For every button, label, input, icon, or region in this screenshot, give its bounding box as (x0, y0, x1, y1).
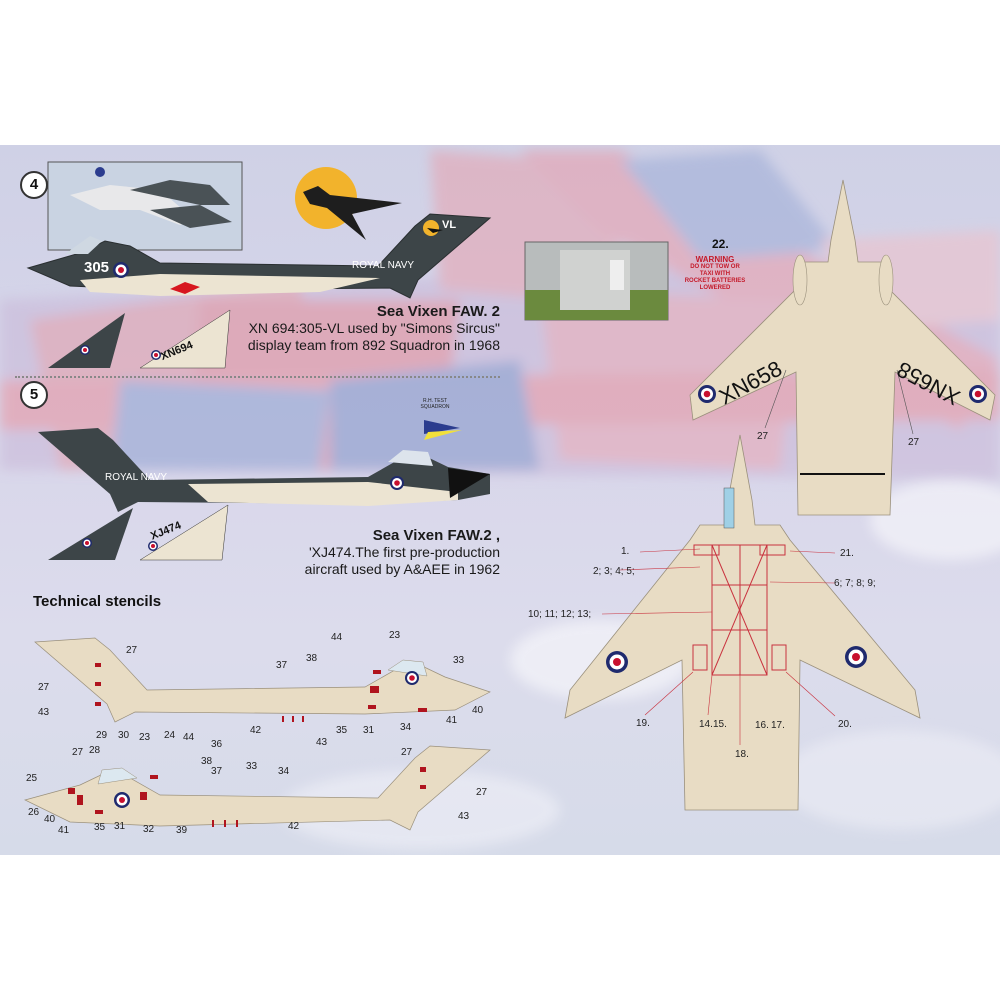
callout-number: 40 (472, 705, 484, 716)
warning-line: LOWERED (699, 285, 731, 291)
callout-number: 32 (143, 824, 155, 835)
callout-number: 1. (621, 546, 630, 557)
stencil-side-view-1 (34, 637, 491, 723)
warning-line: TAXI WITH (699, 271, 731, 277)
roundel-305 (113, 262, 129, 278)
callout-number: 24 (164, 730, 176, 741)
callout-number: 10; 11; 12; 13; (528, 609, 592, 620)
scheme-4-title: Sea Vixen FAW. 2 (376, 303, 500, 320)
callout-number: 26 (28, 807, 40, 818)
callout-number: 21. (840, 548, 854, 559)
callout-number: 18. (735, 749, 749, 760)
callout-number: 43 (38, 707, 50, 718)
fin-cream-5 (139, 504, 229, 561)
fin-dark-5 (48, 508, 133, 560)
red-flash (170, 282, 200, 294)
callout-number: 36 (211, 739, 223, 750)
callout-number: 27 (476, 787, 488, 798)
callout-number: 16. (755, 720, 769, 731)
callout-number: 31 (363, 725, 375, 736)
callout-number: 39 (176, 825, 188, 836)
warning-line: ROCKET BATTERIES (684, 278, 746, 284)
stencil-marks-1 (95, 663, 427, 722)
callout-number: 27 (401, 747, 413, 758)
callout-number: 28 (89, 745, 101, 756)
callout-number: 27 (38, 682, 50, 693)
scheme-4-badge: 4 (20, 171, 48, 199)
divider (15, 376, 500, 378)
squadron-emblem-892 (295, 167, 402, 240)
callout-number: 19. (636, 718, 650, 729)
callout-number: 41 (446, 715, 458, 726)
callout-number: 42 (288, 821, 300, 832)
callout-number: 30 (118, 730, 130, 741)
tail-emblem (423, 220, 443, 236)
callout-number: 2; 3; 4; 5; (593, 566, 635, 577)
callout-number: 43 (458, 811, 470, 822)
callout-number: 38 (306, 653, 318, 664)
callout-number: 31 (114, 821, 126, 832)
scheme-5-line1: 'XJ474.The first pre-production (309, 544, 500, 560)
fuselage-text-4: ROYAL NAVY (352, 260, 415, 271)
stencil-22-number: 22. (712, 237, 729, 251)
callout-number: 34 (400, 722, 412, 733)
callout-number: 27 (126, 645, 138, 656)
callout-number: 44 (183, 732, 195, 743)
scheme-5-title: Sea Vixen FAW.2 , (372, 527, 500, 544)
callout-number: 27 (72, 747, 84, 758)
technical-stencils-title: Technical stencils (33, 593, 162, 610)
warning-stencil: WARNING DO NOT TOW OR TAXI WITH ROCKET B… (683, 255, 747, 292)
fin-dark-4 (48, 313, 125, 368)
aircraft-side-view-5 (38, 428, 490, 512)
callout-number: 20. (838, 719, 852, 730)
callout-number: 6; 7; 8; 9; (834, 578, 876, 589)
callout-number: 33 (453, 655, 465, 666)
callout-number: 25 (26, 773, 38, 784)
warning-title: WARNING (695, 255, 735, 264)
squadron-badge-text: R.H. TEST SQUADRON (420, 398, 450, 410)
scheme-4-caption: Sea Vixen FAW. 2 XN 694:305-VL used by "… (200, 303, 500, 354)
reference-photo-22 (524, 241, 669, 321)
fuselage-text-5: ROYAL NAVY (105, 472, 168, 483)
artwork (0, 150, 1000, 850)
fin-cream-4 (139, 309, 231, 369)
decal-instruction-sheet: 4 305 VL ROYAL NAVY XN694 Sea Vixen FAW.… (0, 145, 1000, 855)
callout-number: 44 (331, 632, 343, 643)
callout-number: 17. (771, 720, 785, 731)
callout-number: 43 (316, 737, 328, 748)
callout-number: 35 (336, 725, 348, 736)
warning-line: DO NOT TOW OR (690, 264, 740, 270)
scheme-4-line2: display team from 892 Squadron in 1968 (247, 337, 500, 353)
callout-number: 23 (389, 630, 401, 641)
callout-number: 35 (94, 822, 106, 833)
aircraft-code: 305 (84, 259, 110, 276)
callout-number: 42 (250, 725, 262, 736)
scheme-4-line1: XN 694:305-VL used by "Simons Sircus" (248, 320, 500, 336)
planform-label: 27 (757, 431, 769, 442)
callout-number: 23 (139, 732, 151, 743)
scheme-5-caption: Sea Vixen FAW.2 , 'XJ474.The first pre-p… (200, 527, 500, 578)
callout-number: 40 (44, 814, 56, 825)
callout-number: 41 (58, 825, 70, 836)
tail-code: VL (442, 219, 457, 231)
test-squadron-flash (424, 420, 460, 434)
callout-number: 33 (246, 761, 258, 772)
callout-number: 15. (713, 719, 727, 730)
callout-number: 34 (278, 766, 290, 777)
planform-lower (564, 434, 921, 811)
callout-number: 37 (276, 660, 288, 671)
callout-number: 37 (211, 766, 223, 777)
aircraft-side-view-4 (26, 213, 492, 299)
callout-number: 38 (201, 756, 213, 767)
planform-label: 27 (908, 437, 920, 448)
scheme-5-badge: 5 (20, 381, 48, 409)
stencil-side-view-2 (24, 745, 491, 831)
stencil-marks-2 (68, 767, 426, 827)
callout-number: 14. (699, 719, 713, 730)
planform-upper (689, 179, 996, 516)
reference-photo-4 (47, 161, 243, 251)
scheme-5-line2: aircraft used by A&AEE in 1962 (304, 561, 500, 577)
callout-number: 29 (96, 730, 108, 741)
